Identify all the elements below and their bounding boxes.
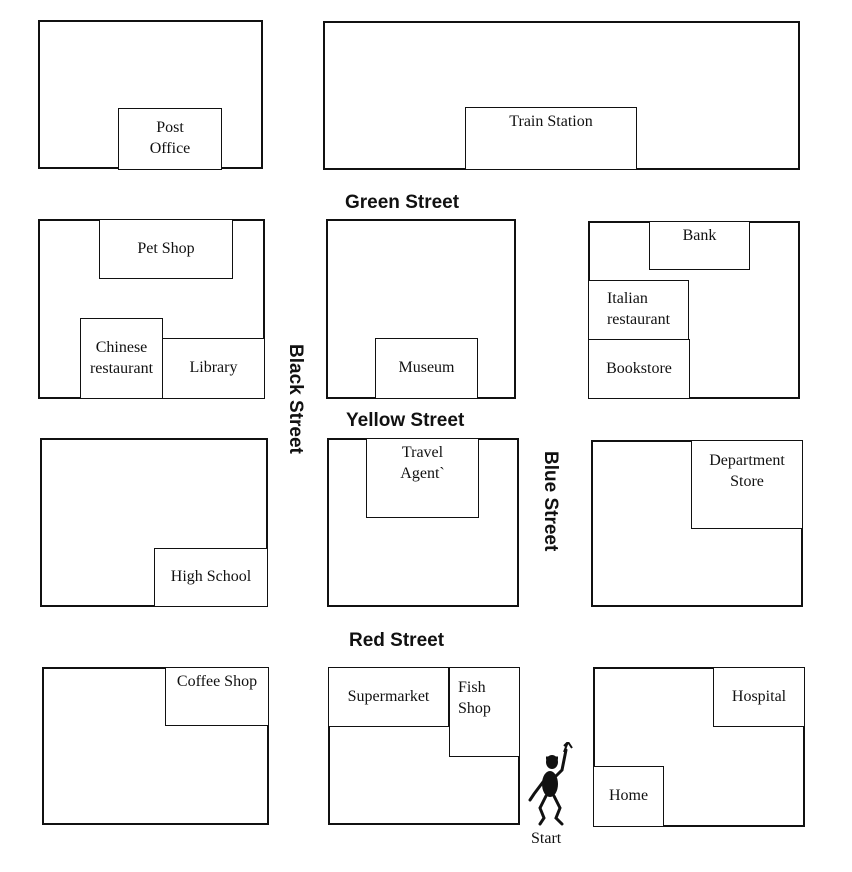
start-label: Start: [531, 830, 562, 847]
library[interactable]: Library: [162, 338, 265, 399]
bank-label: Bank: [682, 227, 717, 244]
museum[interactable]: Museum: [375, 338, 478, 399]
department-store-label: Department Store: [709, 452, 785, 490]
coffee-shop-label: Coffee Shop: [176, 673, 258, 690]
coffee-shop[interactable]: Coffee Shop: [165, 667, 269, 726]
post-office[interactable]: Post Office: [118, 108, 222, 170]
high-school-label: High School: [170, 568, 252, 586]
pet-shop-label: Pet Shop: [137, 239, 195, 257]
black-street-label: Black Street: [285, 344, 306, 454]
pet-shop[interactable]: Pet Shop: [99, 219, 233, 279]
train-station-label: Train Station: [509, 113, 593, 130]
home[interactable]: Home: [593, 766, 664, 827]
train-station[interactable]: Train Station: [465, 107, 637, 170]
italian-restaurant-label: Italian restaurant: [606, 290, 671, 328]
home-label: Home: [608, 787, 649, 805]
chinese-restaurant[interactable]: Chinese restaurant: [80, 318, 163, 399]
hospital-label: Hospital: [731, 687, 787, 705]
museum-label: Museum: [398, 359, 455, 377]
hospital[interactable]: Hospital: [713, 667, 805, 727]
blue-street-label: Blue Street: [540, 451, 561, 552]
department-store[interactable]: Department Store: [691, 440, 803, 529]
fish-shop-label: Fish Shop: [458, 679, 491, 717]
yellow-street-label: Yellow Street: [346, 410, 465, 431]
person-waving-icon: [528, 742, 573, 826]
post-office-label: Post Office: [149, 119, 191, 157]
library-label: Library: [189, 359, 238, 377]
italian-restaurant[interactable]: Italian restaurant: [588, 280, 689, 340]
bookstore[interactable]: Bookstore: [588, 339, 690, 399]
bank[interactable]: Bank: [649, 221, 750, 270]
fish-shop[interactable]: Fish Shop: [449, 667, 520, 757]
red-street-label: Red Street: [349, 630, 445, 651]
green-street-label: Green Street: [345, 192, 460, 213]
chinese-restaurant-label: Chinese restaurant: [89, 338, 154, 377]
bookstore-label: Bookstore: [606, 359, 672, 377]
high-school[interactable]: High School: [154, 548, 268, 607]
supermarket-label: Supermarket: [347, 687, 430, 705]
travel-agent-label: Travel Agent`: [400, 444, 445, 482]
travel-agent[interactable]: Travel Agent`: [366, 438, 479, 518]
supermarket[interactable]: Supermarket: [328, 667, 449, 727]
